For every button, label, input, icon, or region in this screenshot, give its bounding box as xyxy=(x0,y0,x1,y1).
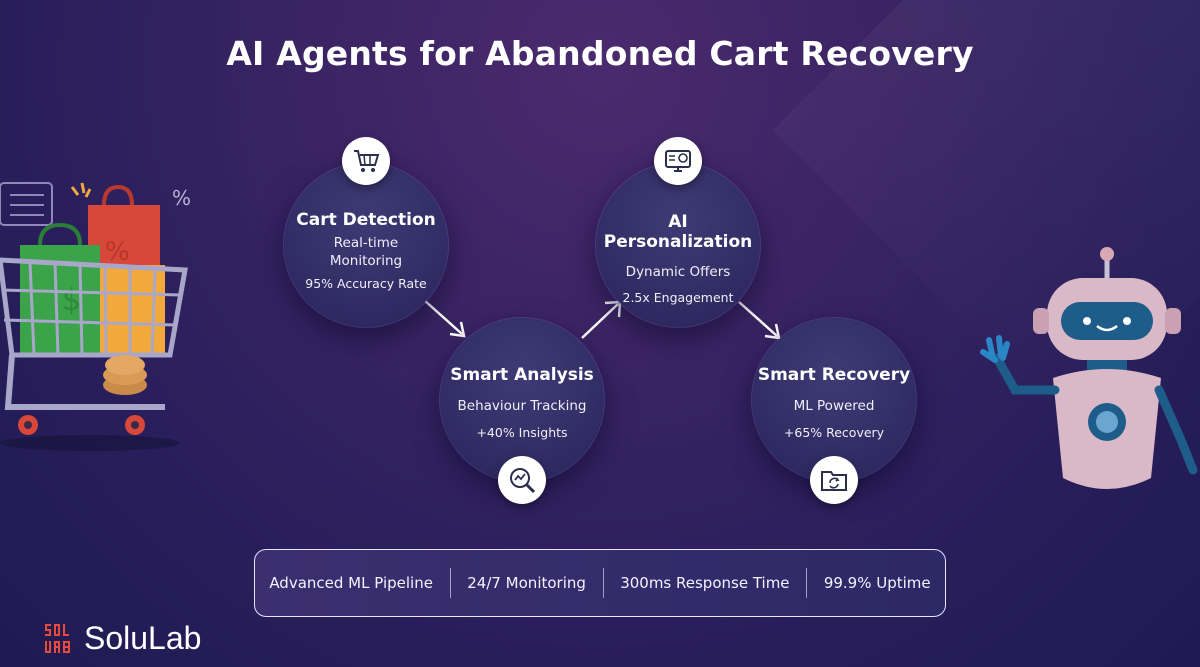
node-cart-detection: Cart Detection Real-time Monitoring 95% … xyxy=(284,163,448,327)
node-subtitle: Dynamic Offers xyxy=(625,264,731,280)
node-stat: +40% Insights xyxy=(476,425,568,440)
node-subtitle: Behaviour Tracking xyxy=(457,398,587,414)
node-stat: 2.5x Engagement xyxy=(622,290,734,305)
node-title: Smart Recovery xyxy=(757,365,911,385)
node-stat: +65% Recovery xyxy=(783,425,885,440)
shopping-cart-icon xyxy=(354,150,380,172)
node-smart-recovery: Smart Recovery ML Powered +65% Recovery xyxy=(752,318,916,482)
stat-monitoring: 24/7 Monitoring xyxy=(467,574,586,592)
badge-ai-personalization xyxy=(654,137,702,185)
node-subtitle: Real-time Monitoring xyxy=(329,235,403,269)
badge-smart-analysis xyxy=(498,456,546,504)
stat-divider xyxy=(806,568,808,598)
node-smart-analysis: Smart Analysis Behaviour Tracking +40% I… xyxy=(440,318,604,482)
node-title: Smart Analysis xyxy=(450,365,594,385)
shopping-cart-illustration: % % $ xyxy=(0,182,191,451)
arrow-detection-to-analysis xyxy=(423,299,466,338)
node-ai-personalization: AI Personalization Dynamic Offers 2.5x E… xyxy=(596,163,760,327)
svg-text:%: % xyxy=(172,186,191,210)
solulab-logo-icon xyxy=(45,623,70,653)
folder-refresh-icon xyxy=(821,471,847,491)
page-title: AI Agents for Abandoned Cart Recovery xyxy=(226,34,974,73)
node-title: AI Personalization xyxy=(603,212,753,252)
stat-divider xyxy=(449,568,451,598)
stat-uptime: 99.9% Uptime xyxy=(823,574,931,592)
node-stat: 95% Accuracy Rate xyxy=(305,276,427,291)
node-title: Cart Detection xyxy=(296,210,436,230)
brand-logo: SoluLab xyxy=(44,620,201,657)
stat-response-time: 300ms Response Time xyxy=(620,574,790,592)
stat-divider xyxy=(602,568,604,598)
svg-text:%: % xyxy=(105,237,130,267)
badge-cart-detection xyxy=(342,137,390,185)
stats-bar: Advanced ML Pipeline 24/7 Monitoring 300… xyxy=(254,549,946,617)
monitor-settings-icon xyxy=(665,150,691,172)
robot-illustration xyxy=(980,247,1198,489)
node-subtitle: ML Powered xyxy=(793,398,875,414)
svg-text:$: $ xyxy=(62,283,81,318)
brand-name: SoluLab xyxy=(84,620,202,656)
analytics-magnifier-icon xyxy=(510,468,536,494)
badge-smart-recovery xyxy=(810,456,858,504)
stat-pipeline: Advanced ML Pipeline xyxy=(269,574,433,592)
